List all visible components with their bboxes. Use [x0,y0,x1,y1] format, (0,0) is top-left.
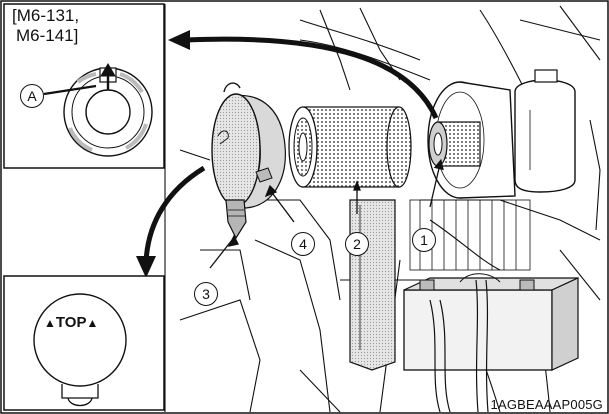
callout-3: 3 [194,282,218,306]
hoses [429,279,489,413]
bracket-post [349,199,396,371]
callout-2: 2 [345,232,369,256]
top-label-text: TOP [55,314,87,331]
reservoir-tank [514,69,576,193]
top-arrow-left-icon: ▲ [44,316,56,330]
battery [403,273,579,371]
primary-element-2 [288,106,412,188]
inset-top-box [3,3,165,169]
model-note-line2: M6-141] [16,26,79,45]
model-note-line1: [M6-131, [12,6,80,25]
figure-code: 1AGBEAAAP005G [490,397,603,412]
callout-4: 4 [291,232,315,256]
air-cleaner-cover-4 [211,82,286,209]
air-cleaner-housing [427,81,516,199]
top-arrow-right-icon: ▲ [86,316,99,330]
callout-a: A [20,84,44,108]
callout-1: 1 [412,228,436,252]
leader-lines [209,158,444,269]
safety-element-1 [428,121,481,167]
pointer-arrows [136,30,439,278]
evacuator-valve-3 [225,199,247,240]
element-end-view [43,63,153,157]
inset-bottom-box [3,275,165,411]
valve-top-view [33,293,127,407]
top-label: ▲TOP▲ [44,314,98,331]
